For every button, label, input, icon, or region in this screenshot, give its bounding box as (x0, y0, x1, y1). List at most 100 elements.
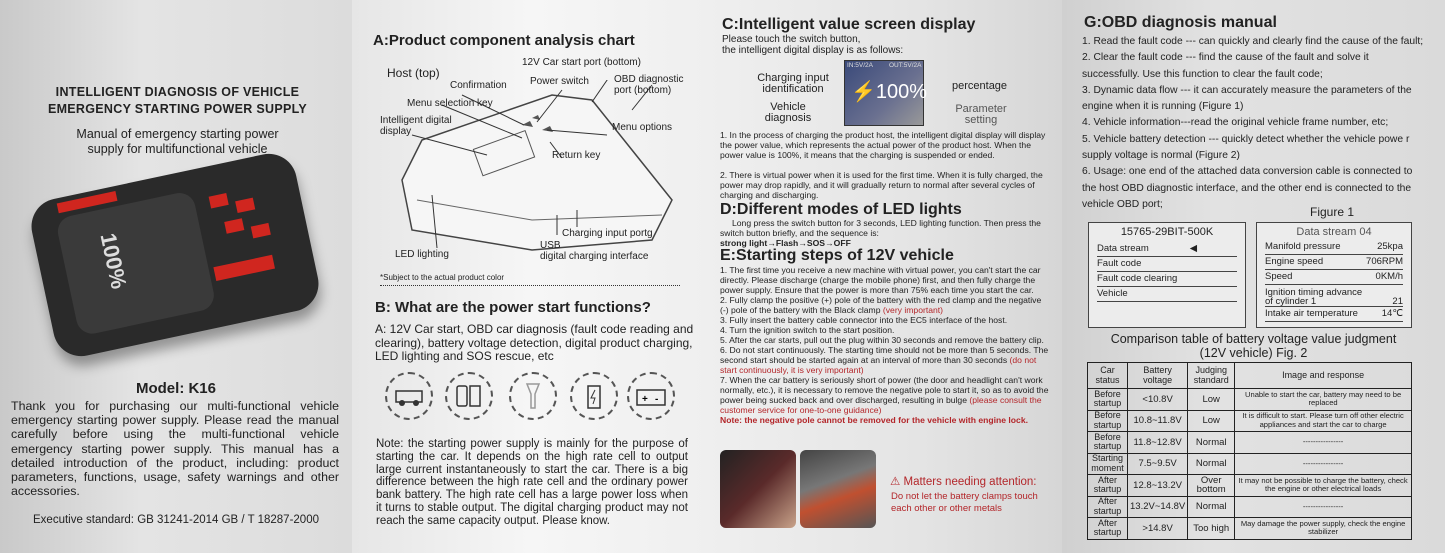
car-status-cell: Before startup (1087, 409, 1128, 432)
battery-charge-icon (570, 372, 618, 420)
response-cell: ---------------- (1234, 452, 1412, 475)
flashlight-icon (509, 372, 557, 420)
judging-standard-cell: Too high (1187, 517, 1236, 540)
car-status-cell: After startup (1087, 474, 1128, 497)
label-usb-interface: digital charging interface (540, 251, 649, 262)
menu-header: 15765-29BIT-500K (1120, 226, 1214, 238)
car-status-cell: Starting moment (1087, 452, 1128, 475)
title-line-1: INTELLIGENT DIAGNOSIS OF VEHICLE (55, 85, 300, 99)
obd-item: 4. Vehicle information---read the origin… (1082, 117, 1389, 129)
stream-value: 21 (1392, 296, 1403, 307)
car-battery-icon: +- (627, 372, 675, 420)
label-charging-input: Charging input identification (757, 72, 829, 95)
menu-item: Data stream◀ (1097, 242, 1237, 257)
label-percentage: percentage (952, 80, 1008, 92)
step-2-text: 2. Fully clamp the positive (+) pole of … (720, 295, 1042, 315)
response-cell: May damage the power supply, check the e… (1234, 517, 1412, 540)
label-host: Host (top) (387, 66, 440, 80)
step-2: 2. Fully clamp the positive (+) pole of … (720, 295, 1052, 315)
col-header: Image and response (1234, 362, 1412, 389)
stream-value: 25kpa (1377, 241, 1403, 252)
step-4: 4. Turn the ignition switch to the start… (720, 325, 895, 335)
photo-clamps-on-battery (800, 450, 876, 528)
section-c-p1: 1. In the process of charging the produc… (720, 130, 1046, 160)
subtitle-line-2: supply for multifunctional vehicle (87, 142, 268, 156)
response-cell: ---------------- (1234, 495, 1412, 518)
step-6-text: 6. Do not start continuously. The starti… (720, 345, 1049, 365)
label-usb: USB (540, 240, 561, 251)
label-display: Intelligent digital display (380, 115, 452, 137)
stream-row: Ignition timing advance of cylinder 1 21 (1265, 285, 1403, 307)
step-7-warning: (please consult the customer service for… (720, 395, 1042, 415)
lightning-icon: ⚡ (851, 81, 876, 103)
label-vehicle-diagnosis: Vehicle diagnosis (764, 101, 812, 124)
car-status-cell: After startup (1087, 517, 1128, 540)
menu-item-label: Data stream (1097, 243, 1149, 254)
label-return-key: Return key (552, 150, 601, 161)
battery-voltage-cell: <10.8V (1126, 388, 1189, 411)
obd-item: 5. Vehicle battery detection --- quickly… (1082, 133, 1410, 162)
stream-key: Intake air temperature (1265, 308, 1358, 319)
display-panel: C:Intelligent value screen display Pleas… (708, 0, 1062, 553)
screen-out: OUT:5V/2A (889, 62, 922, 69)
stream-key: Speed (1265, 271, 1293, 282)
response-cell: It may not be possible to charge the bat… (1234, 474, 1412, 497)
section-g-title: G:OBD diagnosis manual (1084, 14, 1277, 31)
stream-value: 14℃ (1381, 308, 1403, 319)
obd-item: 2. Clear the fault code --- find the cau… (1082, 52, 1369, 80)
cover-panel: INTELLIGENT DIAGNOSIS OF VEHICLE EMERGEN… (0, 0, 352, 553)
svg-text:+: + (642, 394, 648, 405)
intro-paragraph: Thank you for purchasing our multi-funct… (11, 399, 339, 499)
attention-text: Do not let the battery clamps touch each… (891, 491, 1038, 514)
screen-in: IN:5V/2A (847, 62, 874, 69)
menu-screen: 15765-29BIT-500K Data stream◀ Fault code… (1088, 222, 1246, 328)
footnote: *Subject to the actual product color (380, 273, 680, 286)
step-6-warning: (do not start continuously, it is very i… (720, 355, 1037, 375)
photo-connecting-cable (720, 450, 796, 528)
stream-key: Manifold pressure (1265, 241, 1341, 252)
judging-standard-cell: Normal (1187, 431, 1236, 454)
attention-title-text: Matters needing attention: (903, 476, 1037, 488)
device-diagram (401, 80, 673, 251)
digital-screen: IN:5V/2A OUT:5V/2A ⚡100% (844, 60, 927, 126)
step-7-text: 7. When the car battery is seriously sho… (720, 375, 1049, 405)
section-a-title: A:Product component analysis chart (373, 32, 635, 49)
car-status-cell: After startup (1087, 495, 1128, 518)
step-5: 5. After the car starts, pull out the pl… (720, 335, 1044, 345)
menu-item: Fault code clearing (1097, 272, 1237, 287)
section-d-title: D:Different modes of LED lights (720, 201, 962, 218)
obd-item: 6. Usage: one end of the attached data c… (1082, 166, 1413, 210)
obd-item: 1. Read the fault code --- can quickly a… (1082, 36, 1424, 47)
menu-item-label: Vehicle (1097, 288, 1128, 299)
menu-item-label: Fault code clearing (1097, 273, 1178, 284)
section-e-steps: 1. The first time you receive a new mach… (720, 265, 1052, 425)
obd-item: 3. Dynamic data flow --- it can accurate… (1082, 84, 1412, 113)
label-car-port: 12V Car start port (bottom) (522, 57, 641, 68)
model-label: Model: K16 (135, 380, 216, 397)
title-line-2: EMERGENCY STARTING POWER SUPPLY (47, 102, 308, 116)
table-title-line-2: (12V vehicle) Fig. 2 (1199, 346, 1308, 360)
led-sequence: strong light→Flash→SOS→OFF (720, 238, 851, 248)
label-confirmation: Confirmation (450, 80, 507, 91)
stream-header: Data stream 04 (1296, 226, 1372, 238)
stream-value: 706RPM (1366, 256, 1403, 267)
response-cell: It is difficult to start. Please turn of… (1234, 409, 1412, 432)
obd-panel: G:OBD diagnosis manual 1. Read the fault… (1062, 0, 1445, 553)
product-image: 100% (26, 148, 324, 362)
warning-icon: ⚠ (890, 476, 904, 488)
judging-standard-cell: Normal (1187, 495, 1236, 518)
table-title-line-1: Comparison table of battery voltage valu… (1110, 332, 1397, 346)
section-b-title: B: What are the power start functions? (375, 299, 651, 316)
obd-list: 1. Read the fault code --- can quickly a… (1082, 34, 1427, 213)
car-status-cell: Before startup (1087, 388, 1128, 411)
col-header: Car status (1087, 362, 1128, 389)
col-header: Battery voltage (1126, 362, 1189, 389)
stream-key: Ignition timing advance of cylinder 1 (1265, 287, 1363, 307)
label-led: LED lighting (395, 249, 449, 260)
